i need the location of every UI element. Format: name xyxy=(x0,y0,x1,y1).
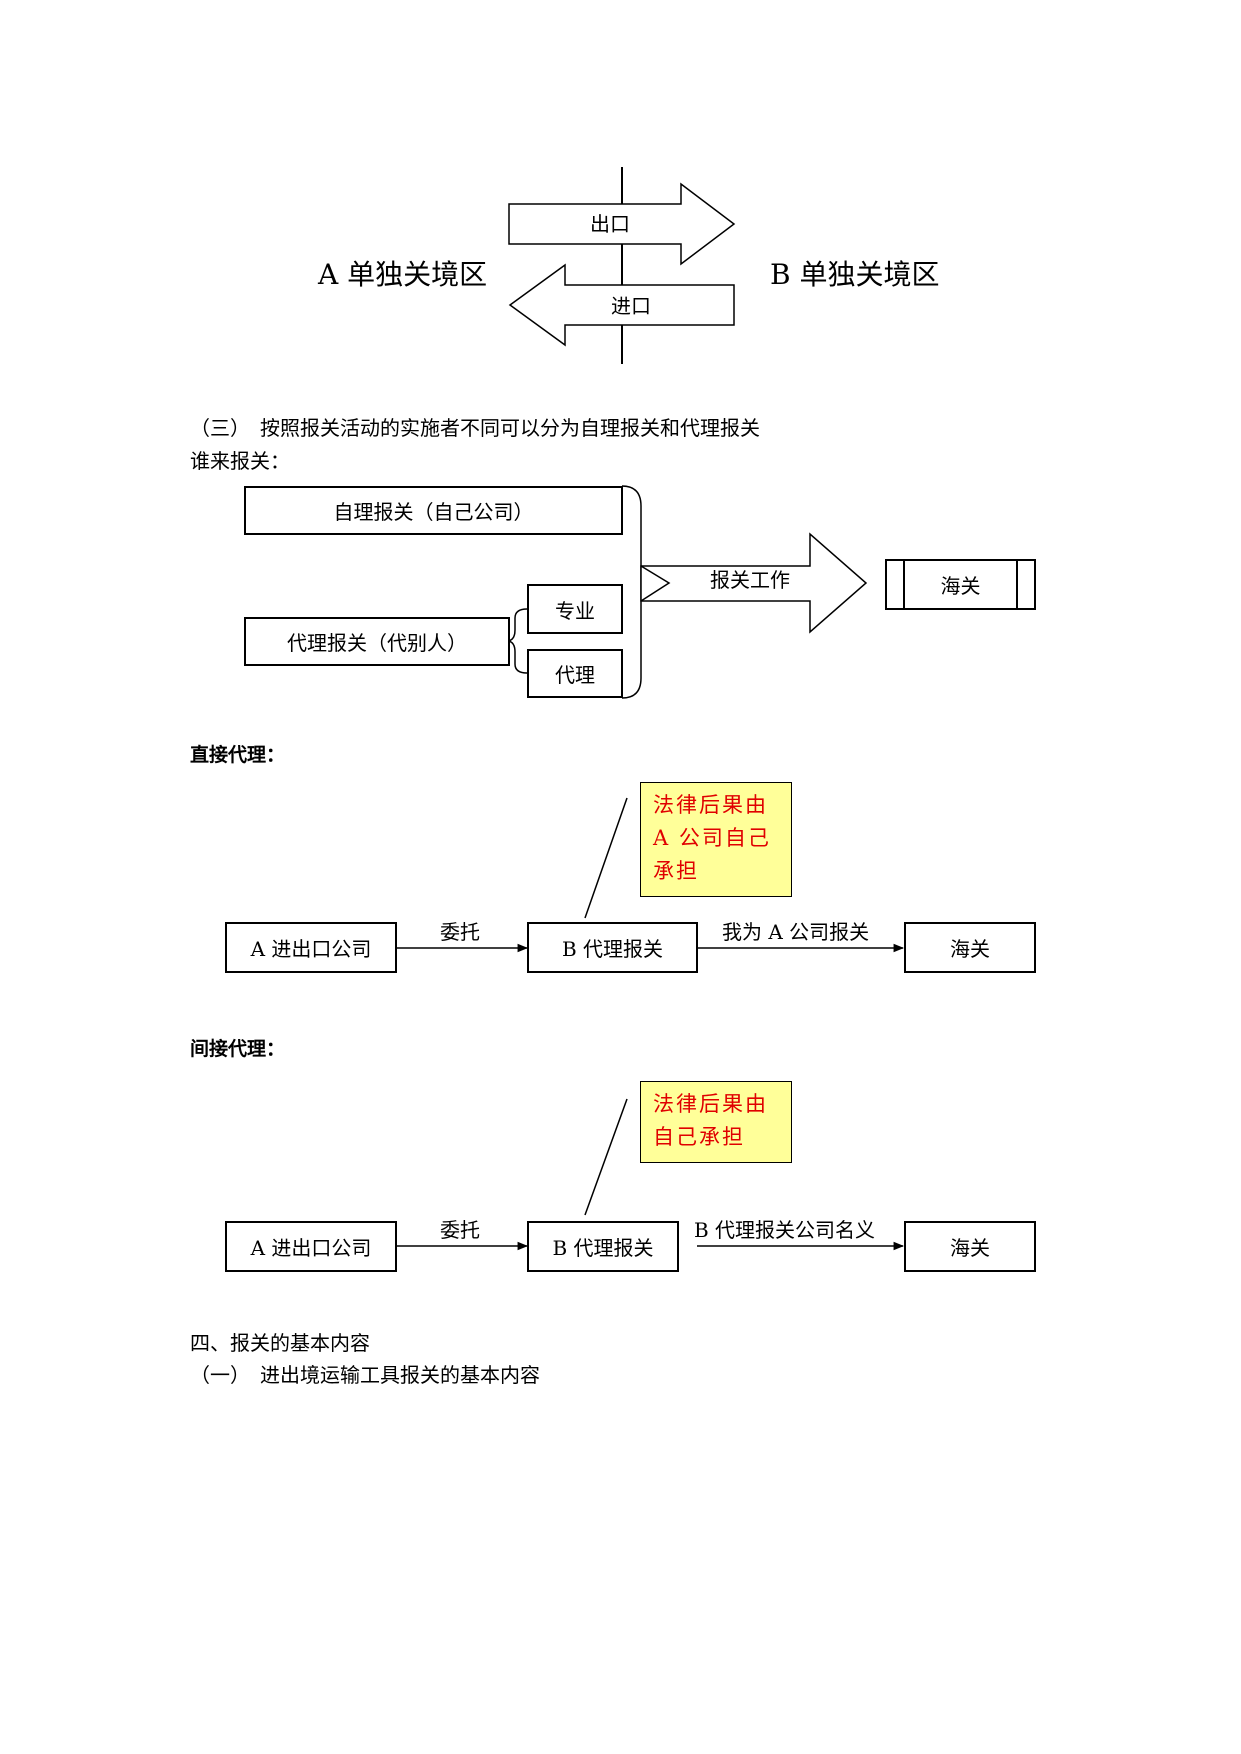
export-label: 出口 xyxy=(590,212,630,236)
export-arrow xyxy=(508,182,736,266)
import-label: 进口 xyxy=(611,294,651,318)
import-arrow xyxy=(508,263,735,347)
agent-declare-box: 代理报关（代别人） xyxy=(244,617,510,666)
indirect-entrust-label: 委托 xyxy=(440,1218,480,1242)
work-arrow xyxy=(640,532,868,634)
indirect-a-company-box: A 进出口公司 xyxy=(225,1221,397,1272)
region-a-label: A 单独关境区 xyxy=(318,258,488,291)
direct-note-line-1: 法律后果由 xyxy=(653,793,768,817)
indirect-customs-box: 海关 xyxy=(904,1221,1036,1272)
direct-b-agent-box: B 代理报关 xyxy=(527,922,698,973)
section3-heading: （三） 按照报关活动的实施者不同可以分为自理报关和代理报关 xyxy=(190,416,760,440)
section3-sub: 谁来报关： xyxy=(190,449,290,473)
indirect-b-agent-box: B 代理报关 xyxy=(527,1221,679,1272)
customs-label: 海关 xyxy=(940,574,981,598)
agency-box: 代理 xyxy=(527,649,623,698)
indirect-declare-label: B 代理报关公司名义 xyxy=(694,1218,876,1242)
section4-heading: 四、报关的基本内容 xyxy=(190,1331,370,1355)
indirect-note-line-2: 自己承担 xyxy=(653,1125,745,1149)
customs-box: 海关 xyxy=(885,559,1036,610)
indirect-heading: 间接代理： xyxy=(190,1038,286,1060)
direct-declare-label: 我为 A 公司报关 xyxy=(722,920,870,944)
direct-note-line-3: 承担 xyxy=(653,859,699,883)
professional-box: 专业 xyxy=(527,584,623,634)
work-arrow-notch xyxy=(640,565,671,602)
section4-sub: （一） 进出境运输工具报关的基本内容 xyxy=(190,1363,540,1387)
direct-a-company-box: A 进出口公司 xyxy=(225,922,397,973)
indirect-note-line-1: 法律后果由 xyxy=(653,1092,768,1116)
direct-liability-note: 法律后果由 A 公司自己 承担 xyxy=(640,782,792,897)
indirect-liability-note: 法律后果由 自己承担 xyxy=(640,1081,792,1163)
region-b-label: B 单独关境区 xyxy=(770,258,940,291)
customs-box-left-bar xyxy=(903,561,905,608)
direct-customs-box: 海关 xyxy=(904,922,1036,973)
indirect-callout-line xyxy=(584,1098,628,1216)
direct-entrust-label: 委托 xyxy=(440,920,480,944)
direct-callout-line xyxy=(584,797,628,919)
customs-box-right-bar xyxy=(1016,561,1018,608)
self-declare-box: 自理报关（自己公司） xyxy=(244,486,623,535)
direct-note-line-2: A 公司自己 xyxy=(653,826,771,850)
direct-heading: 直接代理： xyxy=(190,744,286,766)
work-arrow-label: 报关工作 xyxy=(710,568,790,592)
